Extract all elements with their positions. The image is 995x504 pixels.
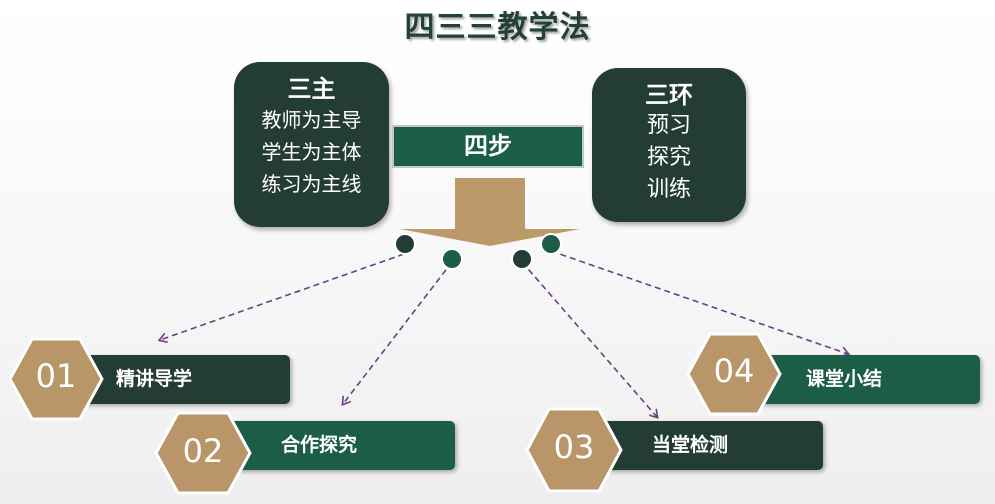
- down-arrow: [400, 178, 580, 246]
- principal-item: 学生为主体: [261, 140, 362, 164]
- principal-item: 教师为主导: [261, 108, 362, 132]
- step-bar-02: 合作探究: [215, 421, 455, 470]
- connector-01: [160, 253, 405, 340]
- stage-item: 训练: [646, 177, 691, 202]
- step-number-03: 03: [553, 428, 595, 466]
- connector-03: [521, 261, 657, 417]
- node-dot: [441, 248, 463, 270]
- step-number-01: 01: [35, 357, 77, 395]
- diagram-title: 四三三教学法: [404, 10, 591, 45]
- hexagon-badge-04: [686, 332, 782, 416]
- hexagon-badge-03: [525, 407, 623, 493]
- step-label-03: 当堂检测: [652, 434, 729, 456]
- step-bar-04: 课堂小结: [740, 355, 980, 404]
- step-number-04: 04: [713, 352, 755, 390]
- principal-item: 练习为主线: [261, 172, 362, 196]
- four-steps-label: 四步: [392, 125, 584, 168]
- step-number-02: 02: [182, 432, 224, 470]
- node-dot: [540, 233, 562, 255]
- step-label-01: 精讲导学: [116, 368, 193, 390]
- step-label-02: 合作探究: [281, 434, 358, 456]
- node-dot: [511, 248, 533, 270]
- three-principals-heading: 三主: [287, 75, 336, 103]
- stage-item: 预习: [646, 113, 691, 138]
- step-bar-03: 当堂检测: [580, 421, 823, 470]
- three-stages-box: 三环 预习 探究 训练: [592, 68, 746, 222]
- hexagon-badge-02: [154, 411, 252, 495]
- three-stages-heading: 三环: [645, 81, 693, 109]
- step-label-04: 课堂小结: [806, 368, 883, 390]
- step-bar-01: 精讲导学: [70, 355, 290, 404]
- three-principals-box: 三主 教师为主导 学生为主体 练习为主线: [234, 62, 389, 227]
- hexagon-badge-01: [8, 337, 104, 421]
- node-dot: [394, 233, 416, 255]
- stage-item: 探究: [646, 145, 691, 170]
- connector-04: [550, 250, 848, 354]
- connector-02: [343, 261, 453, 404]
